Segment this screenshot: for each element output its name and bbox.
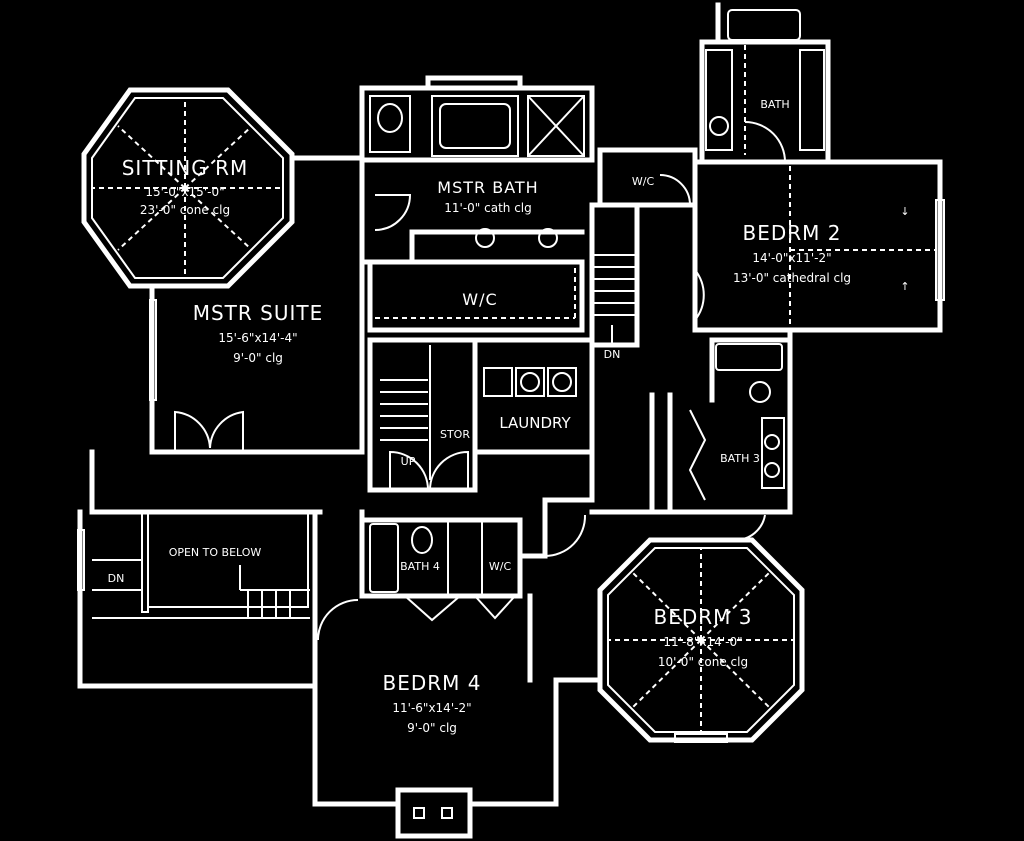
wic4-label: W/C xyxy=(489,560,512,573)
bath4-label: BATH 4 xyxy=(400,560,440,573)
bedroom2-dims: 14'-0"x11'-2" xyxy=(752,251,831,265)
bath3-label: BATH 3 xyxy=(720,452,760,465)
right-stairs: DN xyxy=(589,202,640,361)
bedroom-2: ↓ ↑ BEDRM 2 14'-0"x11'-2" 13'-0" cathedr… xyxy=(692,159,945,343)
bedroom3-dims: 11'-8"x14'-0" xyxy=(663,635,742,649)
master-bath-ceiling: 11'-0" cath clg xyxy=(444,201,532,215)
master-suite-ceiling: 9'-0" clg xyxy=(233,351,283,365)
bedroom3-ceiling: 10'-0" cone clg xyxy=(658,655,748,669)
sitting-room-ceiling: 23'-0" cone clg xyxy=(140,203,230,217)
bath-4: BATH 4 W/C xyxy=(359,509,523,622)
bedroom-4: BEDRM 4 11'-6"x14'-2" 9'-0" clg xyxy=(312,593,603,839)
master-wic: W/C xyxy=(367,259,585,333)
hall xyxy=(89,392,743,559)
laundry-label: LAUNDRY xyxy=(499,414,571,432)
top-bath: BATH xyxy=(699,2,831,165)
master-suite-label: MSTR SUITE xyxy=(193,301,324,325)
master-suite: MSTR SUITE 15'-6"x14'-4" 9'-0" clg xyxy=(149,75,595,455)
master-bath: MSTR BATH 11'-0" cath clg xyxy=(359,85,595,265)
laundry: LAUNDRY xyxy=(472,337,595,455)
bedroom2-ceiling: 13'-0" cathedral clg xyxy=(733,271,851,285)
sitting-room-label: SITTING RM xyxy=(122,156,249,180)
bedroom3-label: BEDRM 3 xyxy=(654,605,753,629)
open-to-below: OPEN TO BELOW DN xyxy=(77,509,318,689)
bedroom2-label: BEDRM 2 xyxy=(743,221,842,245)
svg-text:↓: ↓ xyxy=(900,205,909,218)
bedroom2-wic: W/C xyxy=(597,147,698,208)
stairs-down-label: DN xyxy=(604,348,621,361)
stairs-dn-left-label: DN xyxy=(108,572,125,585)
wic-label: W/C xyxy=(462,290,497,309)
bath-3: BATH 3 xyxy=(688,337,793,515)
sitting-room-dims: 15'-0"x15'-0" xyxy=(145,185,224,199)
master-bath-label: MSTR BATH xyxy=(437,178,538,197)
sitting-room: SITTING RM 15'-0"x15'-0" 23'-0" cone clg xyxy=(81,87,295,289)
top-bath-label: BATH xyxy=(760,98,789,111)
wic2-label: W/C xyxy=(632,175,655,188)
bedroom4-label: BEDRM 4 xyxy=(383,671,482,695)
svg-text:↑: ↑ xyxy=(900,280,909,293)
master-suite-dims: 15'-6"x14'-4" xyxy=(218,331,297,345)
open-below-label: OPEN TO BELOW xyxy=(169,546,262,559)
bedroom-3: BEDRM 3 11'-8"x14'-0" 10'-0" cone clg xyxy=(597,514,805,743)
storage-label: STOR xyxy=(440,428,470,441)
bedroom4-dims: 11'-6"x14'-2" xyxy=(392,701,471,715)
bedroom4-ceiling: 9'-0" clg xyxy=(407,721,457,735)
center-stairs: UP STOR xyxy=(367,337,478,493)
